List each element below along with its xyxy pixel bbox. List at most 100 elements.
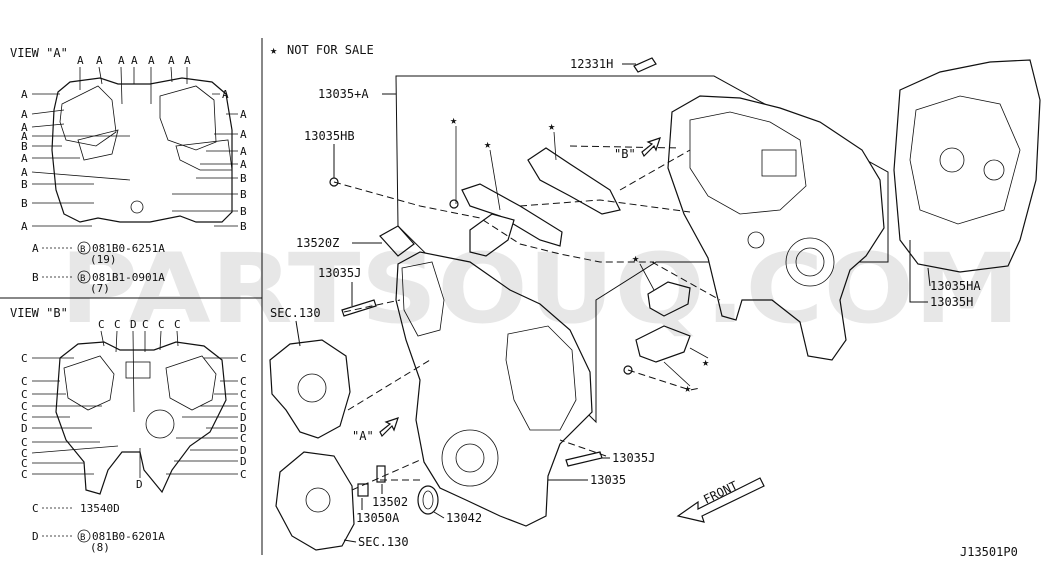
- callout-13035hb: 13035HB: [304, 129, 355, 143]
- view-b-right-letter: D: [240, 411, 247, 424]
- view-b-top-letter: C: [98, 318, 105, 331]
- star-icon: ★: [270, 43, 277, 57]
- view-b-right-letter: D: [240, 422, 247, 435]
- oil-seal-13042: [417, 485, 439, 515]
- view-a-right-letter: A: [240, 145, 247, 158]
- view-a-center-hole: [130, 200, 144, 214]
- view-a-top-letter: A: [184, 54, 191, 67]
- upper-cover-web: [689, 111, 807, 215]
- view-a-left-letter: B: [21, 197, 28, 210]
- view-a-left-letter: A: [21, 166, 28, 179]
- view-b-legend-key: C: [32, 502, 39, 515]
- assembly-guide-lines: [333, 145, 721, 491]
- view-a-right-letter: B: [240, 220, 247, 233]
- view-b-center-window: [125, 361, 151, 379]
- gasket-strip-left: [461, 183, 563, 247]
- engine-block-detail: [909, 95, 1021, 225]
- view-b-legend-qty: (8): [90, 541, 110, 554]
- gasket-strip-right: [527, 147, 621, 215]
- callout-13502: 13502: [372, 495, 408, 509]
- svg-text:B: B: [80, 533, 85, 543]
- water-pump-housing: [269, 339, 351, 439]
- view-b-top-letter: C: [142, 318, 149, 331]
- lower-cover-right-opening: [505, 325, 577, 431]
- view-a-left-letter: A: [21, 152, 28, 165]
- star-icon: ★: [548, 119, 555, 133]
- upper-cover-boss: [747, 231, 765, 249]
- view-a-legend-qty: (7): [90, 282, 110, 295]
- star-icon: ★: [450, 113, 457, 127]
- view-b-left-leaders: [31, 357, 119, 475]
- callout-13035j-top: 13035J: [318, 266, 361, 280]
- svg-text:B: B: [80, 274, 85, 284]
- callout-sec130-bottom-leader: [343, 539, 357, 543]
- bolt-13050a: [357, 483, 369, 497]
- callout-12331h: 12331H: [570, 57, 613, 71]
- view-b-crank-bore: [145, 409, 175, 439]
- view-a-top-leaders: [79, 66, 188, 105]
- callout-sec130-bottom: SEC.130: [358, 535, 409, 549]
- view-a-title: VIEW "A": [10, 46, 68, 60]
- view-b-right-leaders: [166, 357, 238, 475]
- view-a-top-letter: A: [118, 54, 125, 67]
- dowel-13035j-top: [341, 299, 377, 317]
- seal-plate-13520z: [379, 225, 415, 257]
- view-b-left-letter: C: [21, 400, 28, 413]
- view-b-left-letter: C: [21, 457, 28, 470]
- view-b-right-letter: D: [240, 444, 247, 457]
- gasket-piece-b: [635, 325, 691, 363]
- view-b-left-letter: C: [21, 388, 28, 401]
- callout-13035ha-leader: [927, 267, 931, 287]
- view-a-right-letter: A: [240, 128, 247, 141]
- view-b-panel: VIEW "B" C C D C C C C C C C C D C C C C…: [10, 306, 247, 554]
- bolt-a-upper: [449, 199, 459, 209]
- callout-13042-leader: [433, 511, 445, 519]
- lower-timing-cover: [395, 251, 593, 527]
- view-b-top-letter: D: [130, 318, 137, 331]
- water-pump-pulley: [297, 373, 327, 403]
- view-a-arrow-icon: [379, 417, 399, 438]
- view-a-left-leaders: [31, 93, 131, 227]
- view-b-left-letter: C: [21, 375, 28, 388]
- view-a-right-letter: A: [222, 88, 229, 101]
- oil-pump-assembly: [275, 451, 355, 551]
- view-b-bottom-letter: D: [136, 478, 143, 491]
- view-a-left-letter: B: [21, 140, 28, 153]
- callout-13035j-bottom: 13035J: [612, 451, 655, 465]
- view-b-left-letter: C: [21, 352, 28, 365]
- view-b-right-letter: D: [240, 455, 247, 468]
- view-a-legend-part: 081B1-0901A: [92, 271, 165, 284]
- view-a-top-letter: A: [131, 54, 138, 67]
- view-a-right-letter: B: [240, 188, 247, 201]
- view-a-top-letter: A: [77, 54, 84, 67]
- view-b-top-letter: C: [158, 318, 165, 331]
- view-b-title: VIEW "B": [10, 306, 68, 320]
- view-a-legend-key: A: [32, 242, 39, 255]
- view-a-left-letter: B: [21, 178, 28, 191]
- star-icon: ★: [702, 355, 709, 369]
- view-b-left-letter: C: [21, 468, 28, 481]
- watermark: PARTSOUQ.COM: [60, 233, 1020, 345]
- view-b-legend-part: 081B0-6201A: [92, 530, 165, 543]
- upper-cover-bore-inner: [795, 247, 825, 277]
- view-a-top-letter: A: [148, 54, 155, 67]
- bolt-13502: [376, 465, 386, 483]
- view-b-right-opening: [165, 355, 217, 411]
- view-b-cover-outline: [55, 341, 227, 495]
- callout-13035h: 13035H: [930, 295, 973, 309]
- view-a-right-lug: [175, 139, 233, 171]
- callout-13050a: 13050A: [356, 511, 400, 525]
- front-arrow-icon: [676, 477, 765, 523]
- view-b-left-letter: C: [21, 411, 28, 424]
- callout-sec130-top: SEC.130: [270, 306, 321, 320]
- upper-timing-cover: [667, 95, 885, 361]
- star-icon: ★: [484, 137, 491, 151]
- star-icon: ★: [632, 251, 639, 265]
- view-a-right-letter: B: [240, 172, 247, 185]
- view-b-left-opening: [63, 355, 115, 411]
- callout-13035a: 13035+A: [318, 87, 369, 101]
- view-b-right-letter: C: [240, 352, 247, 365]
- not-for-sale-note: NOT FOR SALE: [287, 43, 374, 57]
